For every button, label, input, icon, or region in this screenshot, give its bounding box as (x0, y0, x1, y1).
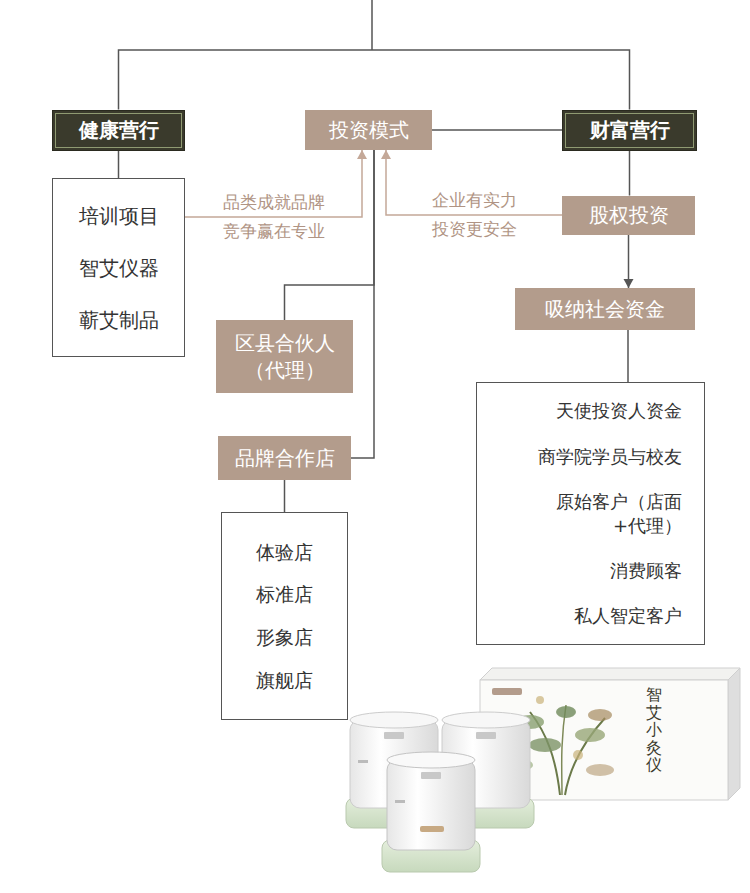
process-box: 股权投资 (562, 196, 695, 235)
device-vent (476, 732, 496, 739)
device-top (350, 712, 438, 728)
arrow-head (381, 150, 391, 159)
brand-logo (492, 688, 522, 695)
connector (629, 151, 630, 196)
node-text: 智艾仪器 (79, 255, 159, 281)
connector (624, 235, 634, 289)
list-box: 体验店标准店形象店旗舰店 (221, 512, 348, 720)
node-text: 私人智定客户 (574, 604, 682, 627)
leaf (575, 728, 605, 742)
list-box: 天使投资人资金商学院学员与校友原始客户（店面+代理） 消费顾客私人智定客户 (476, 382, 705, 645)
node-text: 旗舰店 (256, 668, 313, 693)
node-text: 吸纳社会资金 (545, 296, 665, 323)
connector (119, 50, 630, 110)
trunk-line (371, 0, 373, 50)
flower (536, 696, 544, 704)
connector-line (432, 129, 562, 131)
node-text: 区县合伙人 （代理） (226, 330, 343, 384)
leaf (586, 764, 614, 776)
node-text: 蕲艾制品 (79, 307, 159, 333)
leaf (588, 709, 612, 721)
node-text: 标准店 (256, 582, 313, 607)
connector (351, 150, 374, 458)
list-box: 培训项目智艾仪器蕲艾制品 (52, 178, 185, 357)
leaf (556, 706, 576, 718)
device-button (395, 800, 405, 803)
box-top (480, 668, 740, 680)
device-top (387, 752, 475, 768)
arrow-head (357, 150, 367, 159)
device-vent (384, 732, 404, 739)
node-text: 体验店 (256, 540, 313, 565)
connector-line (119, 50, 630, 110)
device-vent (421, 772, 441, 779)
process-box: 品牌合作店 (218, 436, 351, 480)
process-box: 区县合伙人 （代理） (216, 320, 353, 393)
node-text: 股权投资 (589, 202, 669, 229)
edge-label: 品类成就品牌 竞争赢在专业 (214, 188, 333, 246)
node-text: 财富营行 (590, 117, 670, 144)
connector-line (627, 330, 629, 382)
connector (628, 330, 629, 382)
edge-label: 企业有实力 投资更安全 (415, 186, 534, 244)
arrow-head (624, 279, 634, 288)
connector (432, 130, 562, 131)
connector (284, 480, 285, 512)
box-side (728, 668, 740, 800)
connector-line (351, 150, 374, 458)
device-top (442, 712, 530, 728)
node-text: 消费顾客 (610, 559, 682, 582)
header-box: 财富营行 (562, 110, 697, 151)
flower (573, 750, 583, 760)
header-box: 健康营行 (52, 110, 185, 151)
stem (562, 705, 566, 795)
node-text: 商学院学员与校友 (538, 445, 682, 468)
leaf (529, 738, 561, 752)
node-text: 天使投资人资金 (556, 399, 682, 422)
node-text: 健康营行 (79, 117, 159, 144)
node-text: 原始客户（店面+代理） (489, 490, 682, 537)
node-text: 投资模式 (329, 117, 409, 144)
device-button (358, 760, 368, 763)
connector-line (118, 151, 120, 179)
product-name: 智艾小灸仪 (646, 686, 662, 774)
node-text: 培训项目 (79, 203, 159, 229)
connector-line (629, 151, 631, 196)
moxibustion-device (382, 752, 480, 872)
device-body (387, 760, 475, 850)
brand-logo (420, 826, 444, 832)
connector (118, 151, 119, 179)
stem (565, 718, 605, 795)
process-box: 投资模式 (305, 110, 432, 150)
node-text: 形象店 (256, 625, 313, 650)
process-box: 吸纳社会资金 (515, 288, 695, 330)
connector-line (284, 480, 286, 512)
node-text: 品牌合作店 (235, 445, 335, 472)
